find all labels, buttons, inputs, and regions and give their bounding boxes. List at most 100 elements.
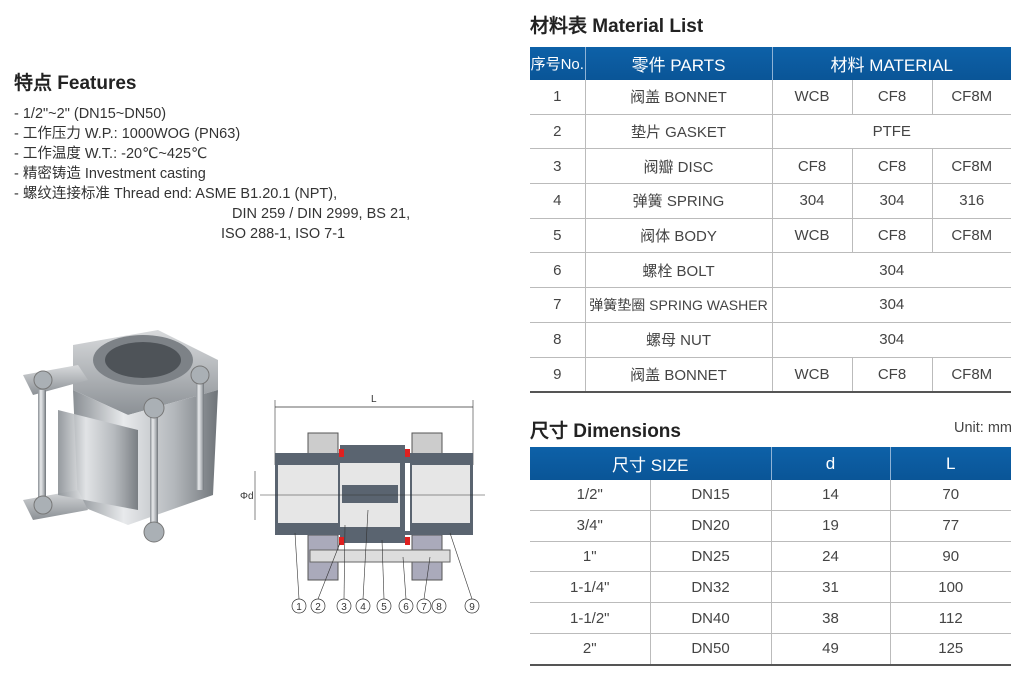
- row-material: 316: [931, 183, 1012, 219]
- features-list: - 1/2"~2" (DN15~DN50) - 工作压力 W.P.: 1000W…: [14, 104, 410, 244]
- dim-dn: DN32: [649, 571, 772, 604]
- callout: 4: [360, 602, 366, 613]
- material-list-title: 材料表 Material List: [530, 16, 704, 37]
- row-material: PTFE: [771, 114, 1012, 150]
- dim-inch: 1-1/2": [530, 602, 650, 634]
- row-material: CF8M: [931, 80, 1012, 115]
- callout: 5: [381, 602, 387, 613]
- feature-item: - 螺纹连接标准 Thread end: ASME B1.20.1 (NPT),: [14, 186, 338, 202]
- row-no: 4: [530, 183, 585, 219]
- row-no: 8: [530, 322, 585, 358]
- row-part: 阀体 BODY: [584, 218, 772, 254]
- row-material: WCB: [771, 357, 852, 394]
- row-part: 阀盖 BONNET: [584, 357, 772, 394]
- dim-d: 14: [770, 480, 891, 511]
- row-material: CF8: [851, 357, 932, 394]
- dim-d: 19: [770, 510, 891, 542]
- dim-dn: DN25: [649, 541, 772, 573]
- row-material: 304: [851, 183, 932, 219]
- feature-item: - 精密铸造 Investment casting: [14, 166, 206, 182]
- row-material: 304: [771, 252, 1012, 289]
- callout: 2: [315, 602, 321, 613]
- dim-d: 24: [770, 541, 891, 573]
- header-no: 序号No.: [530, 47, 585, 80]
- header-parts: 零件 PARTS: [584, 47, 772, 80]
- callout: 3: [341, 602, 347, 613]
- dim-l: 100: [889, 571, 1012, 604]
- row-part: 垫片 GASKET: [584, 114, 772, 150]
- row-material: 304: [771, 183, 852, 219]
- row-material: 304: [771, 287, 1012, 323]
- row-part: 阀瓣 DISC: [584, 148, 772, 185]
- header-l: L: [889, 447, 1012, 480]
- row-material: CF8: [851, 80, 932, 115]
- callout: 9: [469, 602, 475, 613]
- row-material: CF8: [851, 148, 932, 185]
- dim-dn: DN20: [649, 510, 772, 542]
- dim-inch: 2": [530, 633, 650, 666]
- row-part: 弹簧垫圈 SPRING WASHER: [584, 287, 772, 323]
- row-material: 304: [771, 322, 1012, 358]
- row-part: 螺栓 BOLT: [584, 252, 772, 289]
- dim-l: 77: [889, 510, 1012, 542]
- row-part: 弹簧 SPRING: [584, 183, 772, 219]
- dimensions-title: 尺寸 Dimensions: [530, 421, 681, 442]
- row-material: CF8M: [931, 148, 1012, 185]
- dim-l: 125: [889, 633, 1012, 666]
- row-material: CF8M: [931, 357, 1012, 394]
- diameter-label: Φd: [240, 491, 254, 502]
- feature-item: - 1/2"~2" (DN15~DN50): [14, 106, 167, 122]
- header-material: 材料 MATERIAL: [771, 47, 1012, 80]
- header-size: 尺寸 SIZE: [530, 447, 772, 480]
- dim-dn: DN50: [649, 633, 772, 666]
- features-title: 特点 Features: [14, 73, 137, 94]
- callout: 7: [421, 602, 427, 613]
- dim-inch: 1/2": [530, 480, 650, 511]
- row-no: 3: [530, 148, 585, 185]
- dim-d: 38: [770, 602, 891, 634]
- feature-item-cont: ISO 288-1, ISO 7-1: [221, 226, 346, 242]
- feature-item: - 工作温度 W.T.: -20℃~425℃: [14, 146, 208, 162]
- row-part: 螺母 NUT: [584, 322, 772, 358]
- row-no: 6: [530, 252, 585, 289]
- dim-l: 90: [889, 541, 1012, 573]
- callout: 1: [296, 602, 302, 613]
- row-no: 2: [530, 114, 585, 150]
- callout: 6: [403, 602, 409, 613]
- length-label: L: [371, 394, 377, 405]
- dim-inch: 1-1/4": [530, 571, 650, 604]
- row-material: CF8: [851, 218, 932, 254]
- row-no: 5: [530, 218, 585, 254]
- dim-d: 31: [770, 571, 891, 604]
- row-no: 9: [530, 357, 585, 394]
- row-part: 阀盖 BONNET: [584, 80, 772, 115]
- dim-dn: DN15: [649, 480, 772, 511]
- dim-d: 49: [770, 633, 891, 666]
- row-material: CF8M: [931, 218, 1012, 254]
- row-material: CF8: [771, 148, 852, 185]
- dim-inch: 1": [530, 541, 650, 573]
- row-no: 7: [530, 287, 585, 323]
- dim-dn: DN40: [649, 602, 772, 634]
- feature-item: - 工作压力 W.P.: 1000WOG (PN63): [14, 126, 241, 142]
- header-d: d: [770, 447, 891, 480]
- dim-l: 112: [889, 602, 1012, 634]
- unit-label: Unit: mm: [954, 420, 1012, 436]
- row-no: 1: [530, 80, 585, 115]
